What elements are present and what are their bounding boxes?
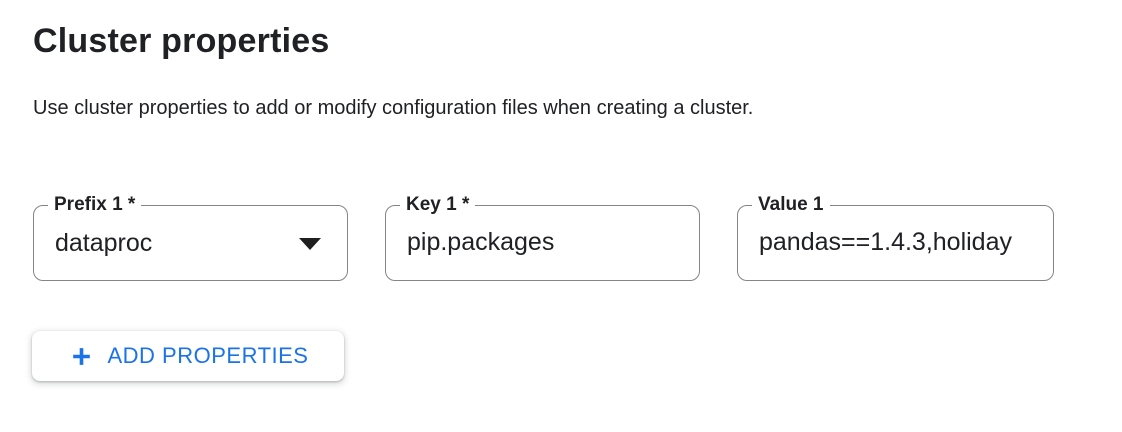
arrow-drop-down-icon[interactable] bbox=[299, 238, 321, 250]
prefix-label: Prefix 1 * bbox=[48, 192, 142, 218]
prefix-select[interactable]: Prefix 1 * dataproc bbox=[33, 192, 348, 281]
plus-icon bbox=[72, 347, 90, 365]
value-input[interactable] bbox=[759, 208, 1045, 276]
key-field: Key 1 * bbox=[385, 192, 700, 281]
page-title: Cluster properties bbox=[33, 22, 330, 60]
add-properties-button[interactable]: ADD PROPERTIES bbox=[32, 331, 344, 381]
add-properties-label: ADD PROPERTIES bbox=[107, 343, 309, 368]
key-input[interactable] bbox=[407, 208, 691, 276]
prefix-selected-value: dataproc bbox=[55, 228, 153, 257]
section-description: Use cluster properties to add or modify … bbox=[33, 97, 754, 119]
value-field: Value 1 bbox=[737, 192, 1054, 281]
